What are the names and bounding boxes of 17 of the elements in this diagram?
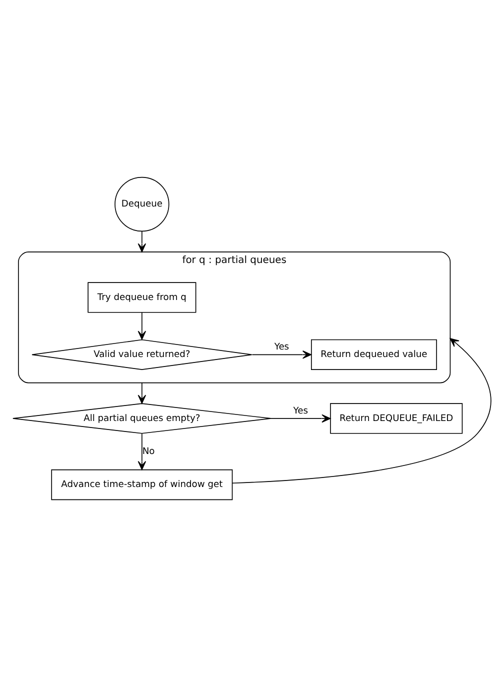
arrow (138, 312, 146, 340)
node-box: Return DEQUEUE_FAILED (330, 402, 463, 434)
arrow (252, 350, 312, 358)
node-box: Return dequeued value (310, 338, 437, 370)
arrow (138, 432, 146, 470)
edge-label: Yes (293, 406, 308, 416)
node-diamond: Valid value returned? (32, 338, 252, 370)
arrow (138, 382, 146, 404)
node-diamond: All partial queues empty? (12, 402, 272, 434)
node-circle: Dequeue (114, 176, 170, 232)
arrow (138, 230, 146, 252)
edge-label: No (142, 446, 155, 456)
node-box: Try dequeue from q (88, 282, 196, 312)
arrow (232, 338, 492, 484)
node-box: Advance time-stamp of window get (51, 468, 233, 500)
edge-label: Yes (274, 342, 290, 352)
arrow (270, 414, 331, 422)
